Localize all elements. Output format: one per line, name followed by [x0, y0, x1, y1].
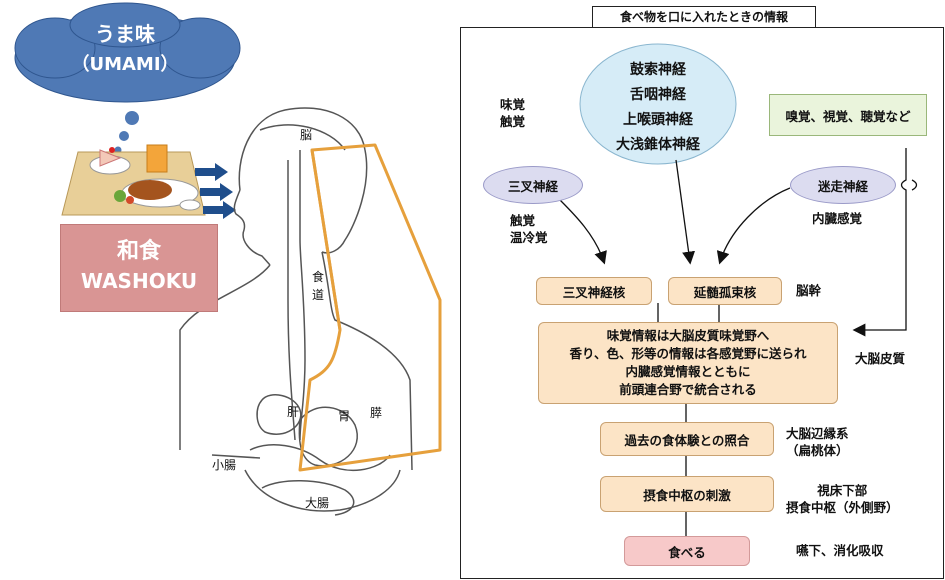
washoku-label: 和食	[116, 239, 161, 264]
food-tray-icon	[61, 144, 206, 216]
nerve-label: 鼓索神経	[630, 62, 686, 78]
illustration-canvas	[14, 2, 442, 516]
thought-bubble-dot	[125, 111, 139, 125]
washoku-box: 和食 WASHOKU	[60, 224, 218, 312]
arrow-icon	[195, 163, 236, 219]
taste-touch-label: 味覚 触覚	[500, 97, 526, 129]
label-stomach: 胃	[338, 409, 351, 423]
other-senses-box: 嗅覚、視覚、聴覚など	[769, 94, 927, 136]
feeding-center-box: 摂食中枢の刺激	[600, 476, 774, 512]
cloud-icon	[14, 2, 241, 103]
washoku-label-en: WASHOKU	[80, 269, 198, 293]
trigeminal-nucleus-box: 三叉神経核	[536, 277, 652, 305]
signal-loop-icon	[298, 143, 442, 472]
label-pancreas: 膵	[370, 406, 383, 420]
cortex-integration-box: 味覚情報は大脳皮質味覚野へ 香り、色、形等の情報は各感覚野に送られ 内臓感覚情報…	[538, 322, 838, 404]
cortex-line: 味覚情報は大脳皮質味覚野へ	[606, 328, 770, 343]
arrow-icon	[559, 199, 607, 265]
hypothalamus-label: 視床下部 摂食中枢（外側野）	[786, 483, 899, 515]
eat-box: 食べる	[624, 536, 750, 566]
label-brain: 脳	[300, 128, 313, 142]
arrow-icon	[675, 159, 696, 265]
line-break-icon	[911, 179, 918, 191]
arrow-icon	[716, 187, 791, 265]
taste-nerves-list: 鼓索神経 舌咽神経 上喉頭神経 大浅錐体神経	[590, 58, 726, 158]
left-illustration: うま味 （UMAMI） 和食 WASHOKU 脳 食 道 肝 胃 膵 小腸 大腸	[0, 0, 455, 580]
cortex-line: 前頭連合野で統合される	[619, 382, 757, 397]
touch-temp-label: 触覚 温冷覚	[510, 213, 548, 245]
nerve-label: 上喉頭神経	[623, 112, 693, 128]
past-experience-box: 過去の食体験との照合	[600, 422, 774, 456]
thought-bubble-dot	[119, 131, 129, 141]
diagram-title: 食べ物を口に入れたときの情報	[592, 6, 816, 28]
swallow-label: 嚥下、消化吸収	[796, 543, 884, 558]
solitary-nucleus-box: 延髄孤束核	[668, 277, 782, 305]
vagus-nerve-ellipse: 迷走神経	[790, 166, 896, 204]
arrow-icon	[852, 148, 907, 337]
taste-nerve-bubble	[579, 43, 737, 165]
cortex-line: 内臓感覚情報とともに	[625, 364, 751, 379]
nerve-label: 大浅錐体神経	[616, 137, 700, 153]
label-liver: 肝	[287, 405, 300, 419]
limbic-label: 大脳辺縁系 （扁桃体）	[786, 426, 849, 458]
trigeminal-nerve-ellipse: 三叉神経	[483, 166, 583, 204]
cloud-subtitle: （UMAMI）	[71, 54, 179, 75]
cortex-line: 香り、色、形等の情報は各感覚野に送られ	[569, 346, 807, 361]
cloud-title: うま味	[95, 22, 155, 46]
visceral-label: 内臓感覚	[812, 211, 863, 226]
brainstem-label: 脳幹	[796, 283, 822, 298]
label-esophagus: 食 道	[312, 270, 325, 302]
nerve-label: 舌咽神経	[630, 87, 686, 103]
cerebral-cortex-label: 大脳皮質	[855, 351, 906, 366]
label-large-intestine: 大腸	[305, 496, 330, 510]
label-small-intestine: 小腸	[212, 458, 237, 472]
